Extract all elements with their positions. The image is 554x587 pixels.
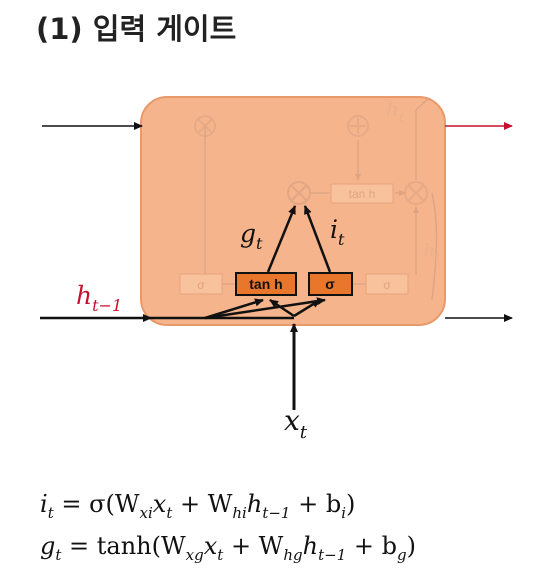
it-label: it [330, 215, 345, 249]
faded-forget-sigma-label: σ [197, 278, 205, 292]
input-gate-multiply-node [287, 181, 311, 205]
it-arrow [303, 205, 332, 273]
page-title: (1) 입력 게이트 [36, 12, 237, 46]
faded-add-node [347, 115, 369, 137]
faded-ht-right-label: ht [424, 241, 440, 264]
faded-ht-top-label: ht [386, 97, 405, 126]
tanh-gate-box [235, 272, 297, 296]
equation-input-gate: it = σ(Wxixt + Whiht−1 + bi) [40, 490, 356, 522]
faded-output-multiply-node [404, 181, 428, 205]
fan-out-arrows [204, 297, 326, 320]
equation-candidate: gt = tanh(Wxgxt + Whght−1 + bg) [40, 532, 416, 564]
sigma-gate-box [308, 272, 353, 296]
gt-label: gt [240, 219, 263, 253]
htm1-label: ht−1 [76, 281, 122, 315]
faded-forget-multiply-node [194, 115, 216, 137]
faded-tanh-box [330, 183, 394, 204]
faded-output-sigma-label: σ [383, 278, 391, 292]
faded-internal-wiring [204, 97, 438, 301]
gt-arrow [266, 205, 297, 273]
xt-label: xt [284, 404, 308, 443]
faded-output-sigma-box [365, 273, 409, 295]
sigma-gate-label: σ [325, 276, 335, 292]
faded-forget-sigma-box [179, 273, 223, 295]
faded-tanh-label: tan h [349, 187, 376, 201]
lstm-input-gate-diagram: tan h σ σ ht ht tan h σ gt it ht−1 xt [40, 96, 513, 443]
tanh-gate-label: tan h [249, 276, 282, 292]
